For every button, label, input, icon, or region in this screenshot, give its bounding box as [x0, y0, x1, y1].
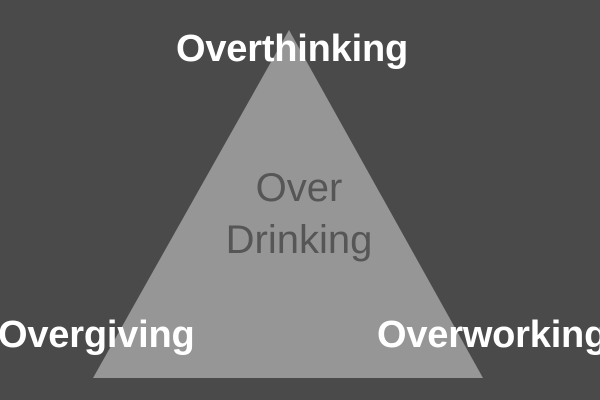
center-label-line-2: Drinking	[225, 218, 373, 262]
center-label-group: Over Drinking	[199, 162, 399, 266]
label-overgiving: Overgiving	[0, 314, 195, 356]
center-label-line-1: Over	[255, 166, 343, 210]
triangle-polygon	[93, 30, 483, 378]
label-overthinking: Overthinking	[176, 28, 408, 70]
label-overworking: Overworking	[377, 314, 600, 356]
